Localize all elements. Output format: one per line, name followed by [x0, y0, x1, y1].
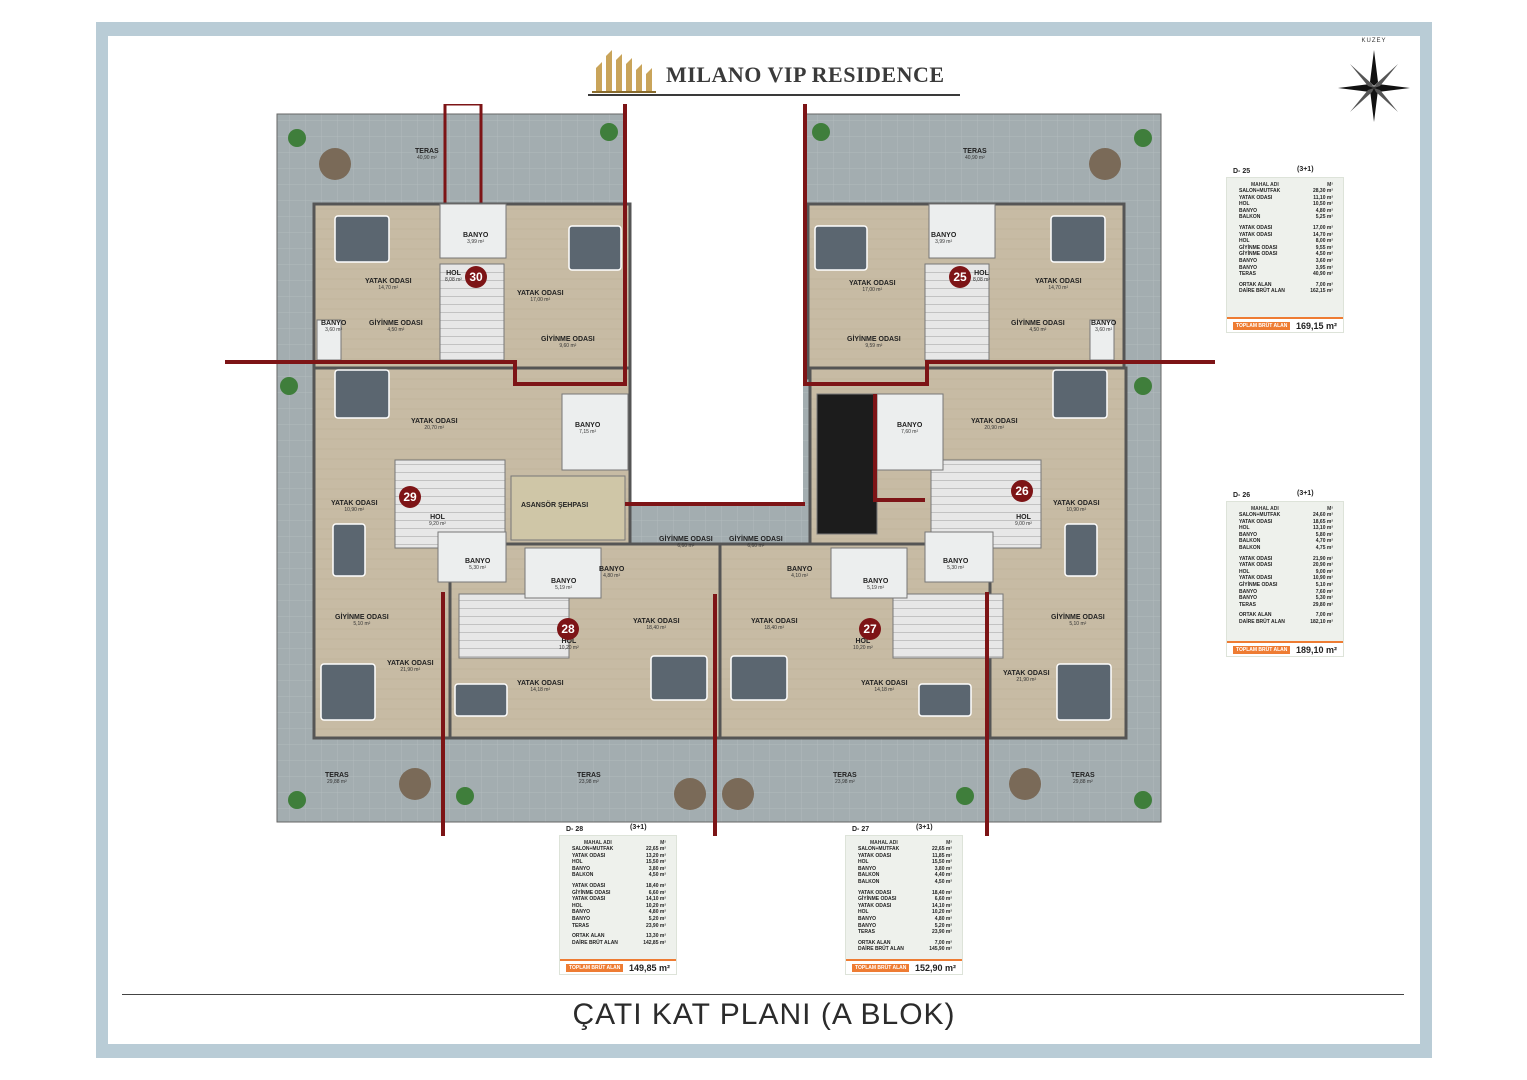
table-code: D- 25 — [1233, 168, 1251, 175]
unit-badge-30: 30 — [465, 266, 487, 288]
table-type: (3+1) — [1297, 166, 1314, 173]
compass-rose-icon — [1338, 50, 1410, 122]
brand-name: MILANO VIP RESIDENCE — [666, 62, 945, 87]
unit-badge-29: 29 — [399, 486, 421, 508]
brand-underline — [588, 94, 960, 96]
table-code: D- 26 — [1233, 492, 1251, 499]
unit-badge-25: 25 — [949, 266, 971, 288]
unit-badge-27: 27 — [859, 618, 881, 640]
table-type: (3+1) — [916, 824, 933, 831]
footer-rule — [122, 994, 1404, 995]
table-type: (3+1) — [630, 824, 647, 831]
table-code: D- 28 — [566, 826, 584, 833]
north-compass: KUZEY — [1336, 38, 1412, 122]
floor-plan-drawing — [225, 104, 1215, 836]
elevator-label: ASANSÖR ŞEHPASI — [521, 502, 589, 509]
compass-label: KUZEY — [1361, 38, 1387, 44]
unit-badge-28: 28 — [557, 618, 579, 640]
brand-logo: MILANO VIP RESIDENCE — [588, 48, 960, 98]
table-code: D- 27 — [852, 826, 870, 833]
unit-badge-26: 26 — [1011, 480, 1033, 502]
plan-title: ÇATI KAT PLANI (A BLOK) — [572, 998, 956, 1031]
building-logo-icon — [592, 50, 656, 93]
table-type: (3+1) — [1297, 490, 1314, 497]
